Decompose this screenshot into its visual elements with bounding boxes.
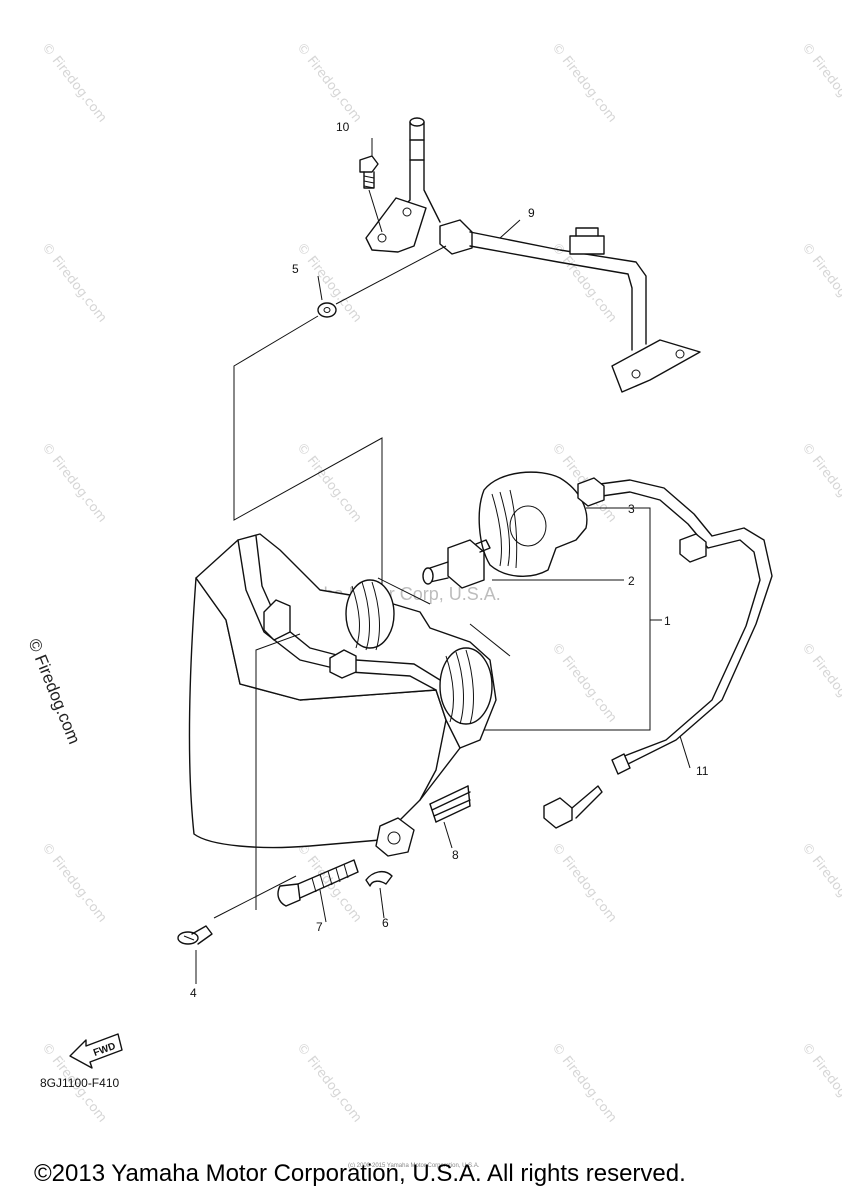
headlight-assembly [188, 533, 497, 857]
fwd-arrow-icon: FWD [69, 1033, 123, 1069]
callout-6: 6 [382, 916, 389, 930]
bolt-10 [359, 155, 383, 233]
copyright-notice: ©2013 Yamaha Motor Corporation, U.S.A. A… [34, 1160, 686, 1187]
callout-7: 7 [316, 920, 323, 934]
clip-6 [365, 870, 393, 887]
bulb-cover-3 [478, 471, 588, 578]
screw-4 [177, 925, 213, 945]
callout-4: 4 [190, 986, 197, 1000]
callout-11: 11 [696, 764, 709, 778]
spring-8 [429, 785, 471, 823]
headlight-stay-bracket [365, 117, 701, 393]
callout-10: 10 [336, 120, 350, 134]
callout-3: 3 [628, 502, 635, 516]
callout-5: 5 [292, 262, 299, 276]
callout-2: 2 [628, 574, 635, 588]
diagram-part-code: 8GJ1100-F410 [40, 1076, 120, 1090]
callout-1: 1 [664, 614, 671, 628]
bulb-2 [422, 539, 491, 589]
washer-5 [317, 302, 337, 318]
adjust-bolt-7 [277, 859, 359, 907]
callout-9: 9 [528, 206, 535, 220]
callout-8: 8 [452, 848, 459, 862]
wire-harness-11 [543, 477, 773, 829]
footer-small-text: (c) 2000-2015 Yamaha Motor Corporation, … [348, 1163, 480, 1169]
